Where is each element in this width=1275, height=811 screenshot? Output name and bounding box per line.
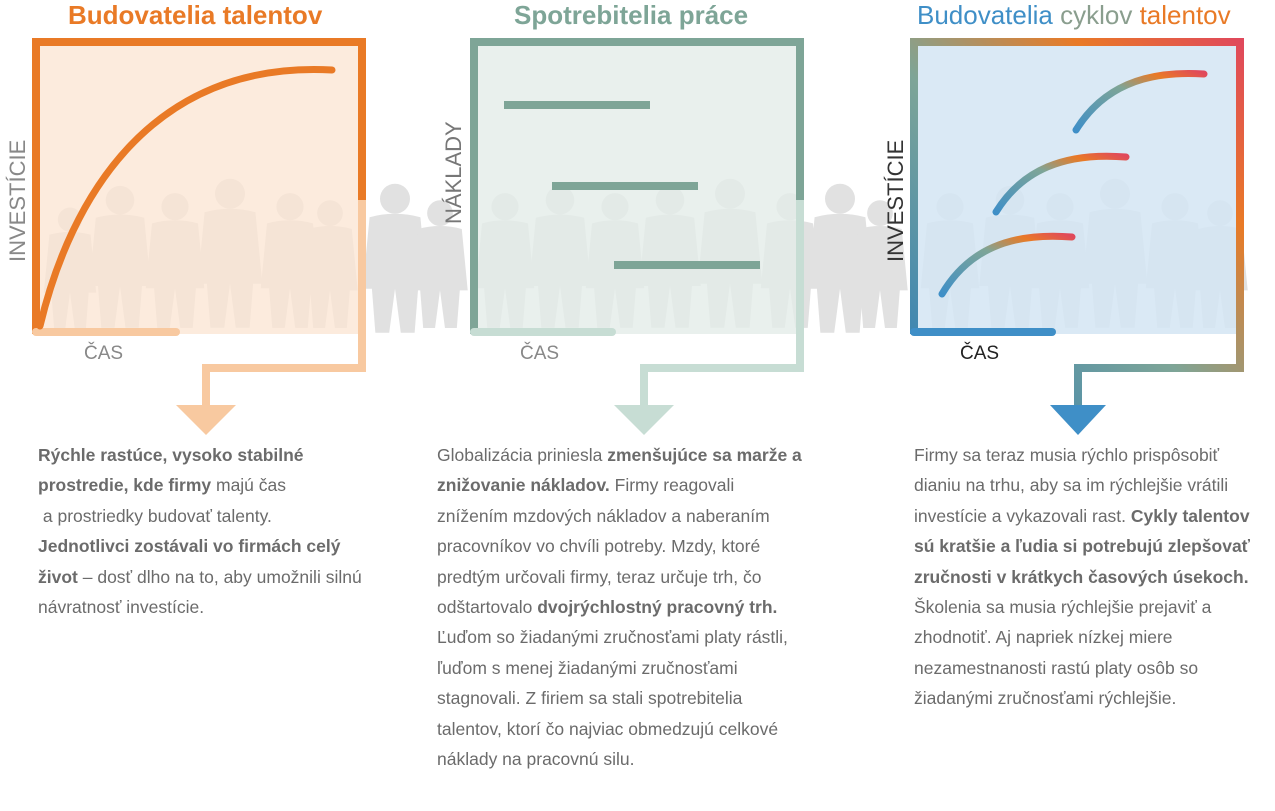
panel-2-frame [470, 38, 804, 334]
panel-3-graphic [910, 38, 1244, 435]
panel-1-description-segment: Rýchle rastúce, vysoko stabilné prostred… [38, 445, 309, 496]
panel-3-y-axis-label: INVESTÍCIE [883, 139, 908, 262]
panel-1-description-segment: Jednotlivci zostávali vo firmách celý ži… [38, 536, 346, 587]
panel-3-description-segment: Cykly talentov sú kratšie a ľudia si pot… [914, 505, 1255, 587]
panel-3-cycle-arc-1 [938, 232, 1076, 298]
panel-3-title-part-2: cyklov [1052, 0, 1133, 30]
panel-3-frame [910, 38, 1244, 405]
panel-2-description-segment: zmenšujúce sa marže a znižovanie náklado… [437, 445, 807, 496]
panel-2-y-axis-label: NÁKLADY [441, 121, 466, 224]
panel-2-frame-lower [640, 200, 804, 405]
panel-3-cycle-arc-3 [1072, 69, 1208, 134]
panel-1-description: Rýchle rastúce, vysoko stabilné prostred… [38, 440, 368, 622]
panel-1-description-segment: – dosť dlho na to, aby umožnili silnú ná… [38, 566, 367, 618]
panel-3-arrow [1050, 405, 1106, 435]
panel-1-arrow [176, 405, 236, 435]
panel-3-title-part-3: talentov [1132, 0, 1231, 30]
panel-1-background [36, 42, 362, 334]
panel-2-description-segment: dvojrýchlostný pracovný trh. [537, 597, 778, 618]
panel-1-frame-lower [202, 200, 366, 405]
panel-3-title: Budovatelia cyklov talentov [917, 0, 1231, 30]
panel-3-description-segment: Firmy sa teraz musia rýchlo prispôsobiť … [914, 445, 1234, 526]
panel-3-x-axis-label: ČAS [960, 343, 1000, 364]
panel-3-cycle-arc-2 [992, 152, 1130, 216]
panel-1-graphic [32, 38, 366, 435]
panel-2-arrow [614, 405, 674, 435]
panel-1-investment-curve [36, 66, 336, 330]
panel-2-description-segment: Globalizácia priniesla [437, 445, 608, 465]
panel-3-title-part-1: Budovatelia [917, 0, 1053, 30]
panel-2-description-segment: Firmy reagovali znížením mzdových náklad… [437, 475, 775, 618]
panel-3-background [914, 42, 1240, 334]
panel-1-title: Budovatelia talentov [68, 0, 323, 30]
panel-3-description: Firmy sa teraz musia rýchlo prispôsobiť … [914, 440, 1254, 714]
panel-3-description-segment: Školenia sa musia rýchlejšie prejaviť a … [914, 566, 1254, 709]
panel-1-x-axis-label: ČAS [84, 343, 124, 364]
panel-2-title: Spotrebitelia práce [514, 0, 749, 30]
panel-2-x-axis-label: ČAS [520, 343, 560, 364]
panel-1-y-axis-label: INVESTÍCIE [5, 139, 30, 262]
panel-2-description: Globalizácia priniesla zmenšujúce sa mar… [437, 440, 809, 774]
panel-2-description-segment: Ľuďom so žiadanými zručnosťami platy rás… [437, 597, 793, 770]
panel-2-graphic [470, 38, 804, 435]
panel-1-description-segment: majú čas a prostriedky budovať talenty. [42, 475, 287, 526]
